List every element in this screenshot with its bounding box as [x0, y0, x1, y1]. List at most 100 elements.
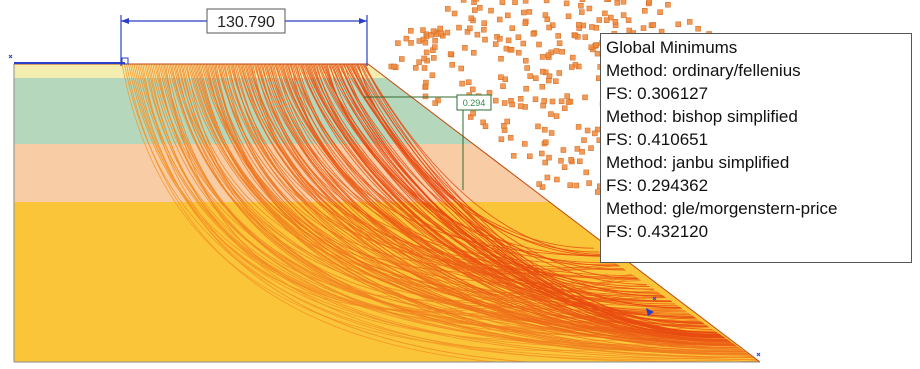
- slip-surface: [359, 64, 717, 333]
- slip-surface: [256, 64, 730, 342]
- slip-surface: [190, 64, 744, 351]
- slip-center-point: [541, 98, 547, 104]
- slip-center-point: [569, 64, 575, 70]
- legend-fs-ordinary: FS: 0.306127: [606, 84, 709, 103]
- slip-center-point: [431, 55, 437, 61]
- slip-surface: [131, 64, 752, 360]
- slip-center-point: [458, 65, 464, 72]
- slip-center-point: [588, 44, 595, 51]
- slip-surface: [123, 64, 753, 359]
- slip-center-point: [472, 7, 478, 13]
- slip-center-point: [556, 70, 563, 76]
- slip-center-point: [539, 68, 546, 75]
- exit-point-icon: [646, 308, 654, 316]
- slip-center-point: [422, 39, 429, 46]
- slip-center-point: [536, 181, 542, 187]
- boundary-vertex-icon: [8, 54, 13, 59]
- slip-center-point: [549, 98, 556, 105]
- slip-center-point: [422, 83, 429, 90]
- slip-center-point: [391, 63, 397, 70]
- slip-surfaces: [121, 64, 759, 362]
- slip-center-point: [657, 9, 663, 15]
- slip-center-point: [451, 10, 458, 17]
- slip-center-point: [449, 62, 455, 68]
- slip-center-point: [646, 0, 653, 5]
- slip-surface: [325, 64, 664, 297]
- slip-center-point: [567, 182, 573, 188]
- slip-center-point: [554, 176, 560, 183]
- slip-center-point: [471, 50, 477, 56]
- slip-center-point: [520, 40, 527, 47]
- slip-center-point: [473, 0, 480, 2]
- slip-center-point: [583, 169, 589, 176]
- slip-surface: [145, 64, 680, 321]
- slip-center-point: [574, 146, 581, 152]
- slip-center-point: [429, 72, 436, 78]
- slip-center-point: [471, 0, 477, 6]
- slip-surface: [205, 64, 723, 337]
- slip-center-point: [570, 54, 576, 61]
- slip-surface: [351, 64, 682, 309]
- slip-center-point: [420, 27, 426, 33]
- slip-center-point: [532, 96, 539, 103]
- slip-center-point: [558, 98, 565, 105]
- slip-surface: [293, 64, 721, 336]
- slip-center-point: [481, 26, 487, 33]
- slip-surface: [252, 64, 624, 270]
- slip-center-point: [588, 145, 594, 151]
- slip-center-point: [563, 0, 570, 7]
- slip-center-point: [540, 102, 546, 109]
- slip-center-point: [447, 51, 454, 57]
- slip-surface: [225, 64, 685, 312]
- slip-center-point: [517, 96, 524, 102]
- slip-center-point: [612, 19, 619, 25]
- slip-center-point: [432, 37, 438, 44]
- slip-center-point: [536, 41, 542, 48]
- slip-surface: [302, 64, 731, 342]
- slip-surface: [297, 64, 672, 303]
- slip-surface: [318, 64, 654, 290]
- slip-center-point: [456, 24, 462, 31]
- slip-surface: [277, 64, 687, 313]
- global-minimums-legend: Global Minimums Method: ordinary/felleni…: [600, 33, 912, 263]
- slip-center-point: [498, 136, 505, 142]
- slip-center-point: [539, 150, 545, 157]
- slip-surface: [294, 64, 681, 309]
- slip-center-point: [509, 101, 515, 108]
- slip-center-point: [553, 113, 560, 119]
- slip-center-point: [539, 54, 546, 60]
- slip-center-point: [469, 86, 476, 93]
- slip-center-point: [403, 35, 410, 42]
- slip-center-point: [560, 147, 567, 153]
- entry-point-icon: [121, 57, 129, 65]
- slip-center-point: [468, 15, 475, 22]
- slip-center-point: [625, 17, 632, 23]
- slip-center-point: [474, 31, 481, 38]
- slip-center-point: [492, 97, 499, 104]
- slip-surface: [251, 64, 638, 279]
- slip-surface: [360, 64, 639, 280]
- legend-method-janbu: Method: janbu simplified: [606, 153, 790, 172]
- slip-center-point: [577, 158, 583, 165]
- slip-center-point: [445, 6, 451, 12]
- slip-center-point: [548, 111, 554, 117]
- slip-center-point: [565, 99, 572, 105]
- slip-center-point: [470, 110, 476, 117]
- slip-center-point: [593, 42, 599, 48]
- slip-center-point: [482, 36, 488, 43]
- slip-center-point: [543, 0, 550, 4]
- slip-center-point: [542, 159, 548, 166]
- slip-center-point: [421, 65, 428, 71]
- slip-center-point: [584, 127, 591, 134]
- slip-center-point: [500, 83, 506, 89]
- slip-surface: [262, 64, 619, 266]
- slip-center-point: [596, 17, 603, 23]
- slip-center-point: [512, 0, 518, 6]
- slip-center-point: [530, 31, 537, 37]
- toe-vertex-icon: [756, 352, 761, 357]
- slip-surface: [231, 64, 737, 347]
- slip-center-point: [603, 17, 610, 23]
- slip-center-point: [564, 93, 570, 99]
- slip-center-point: [565, 13, 572, 20]
- slip-surface: [126, 64, 759, 362]
